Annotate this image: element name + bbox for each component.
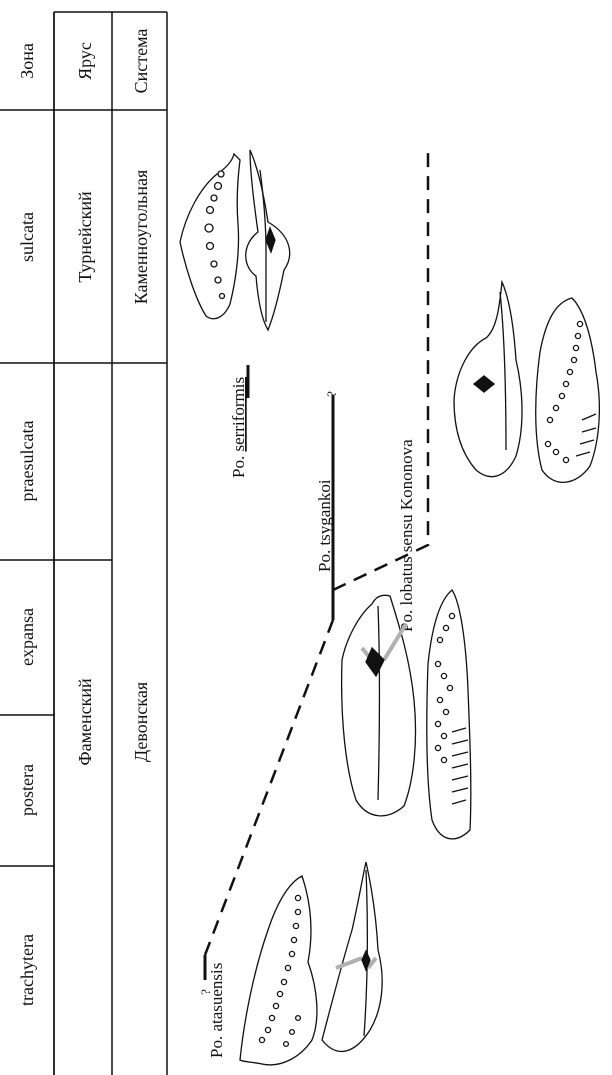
zone-sulcata: sulcata	[17, 212, 37, 262]
label-lobatus: Po. lobatus sensu Kononova	[397, 439, 416, 632]
range-atasuensis-dashed	[205, 620, 333, 955]
question-atasuensis: ?	[198, 989, 213, 995]
zone-praesulcata: praesulcata	[17, 421, 37, 502]
specimen-tsygankoi	[342, 590, 471, 839]
label-tsygankoi: Po. tsygankoi	[315, 479, 334, 572]
question-tsygankoi: ?	[324, 391, 339, 397]
system-carboniferous: Каменноугольная	[131, 170, 151, 305]
label-serriformis-name: serriformis	[229, 377, 248, 452]
label-serriformis: Po. serriformis	[229, 377, 248, 478]
label-serriformis-prefix: Po.	[229, 452, 248, 478]
specimen-serriformis	[180, 150, 290, 330]
zone-trachytera: trachytera	[17, 934, 37, 1006]
header-zone: Зона	[17, 43, 37, 79]
zone-expansa: expansa	[17, 608, 37, 666]
label-atasuensis: Po. atasuensis	[207, 963, 226, 1058]
zone-postera: postera	[17, 764, 37, 816]
system-devonian: Девонская	[131, 682, 151, 762]
stage-tournaisian: Турнейский	[75, 191, 95, 283]
header-system: Система	[131, 29, 151, 94]
header-stage: Ярус	[75, 42, 95, 80]
stage-famennian: Фаменский	[75, 678, 95, 766]
specimen-lobatus	[454, 282, 599, 482]
specimen-atasuensis	[240, 862, 382, 1065]
